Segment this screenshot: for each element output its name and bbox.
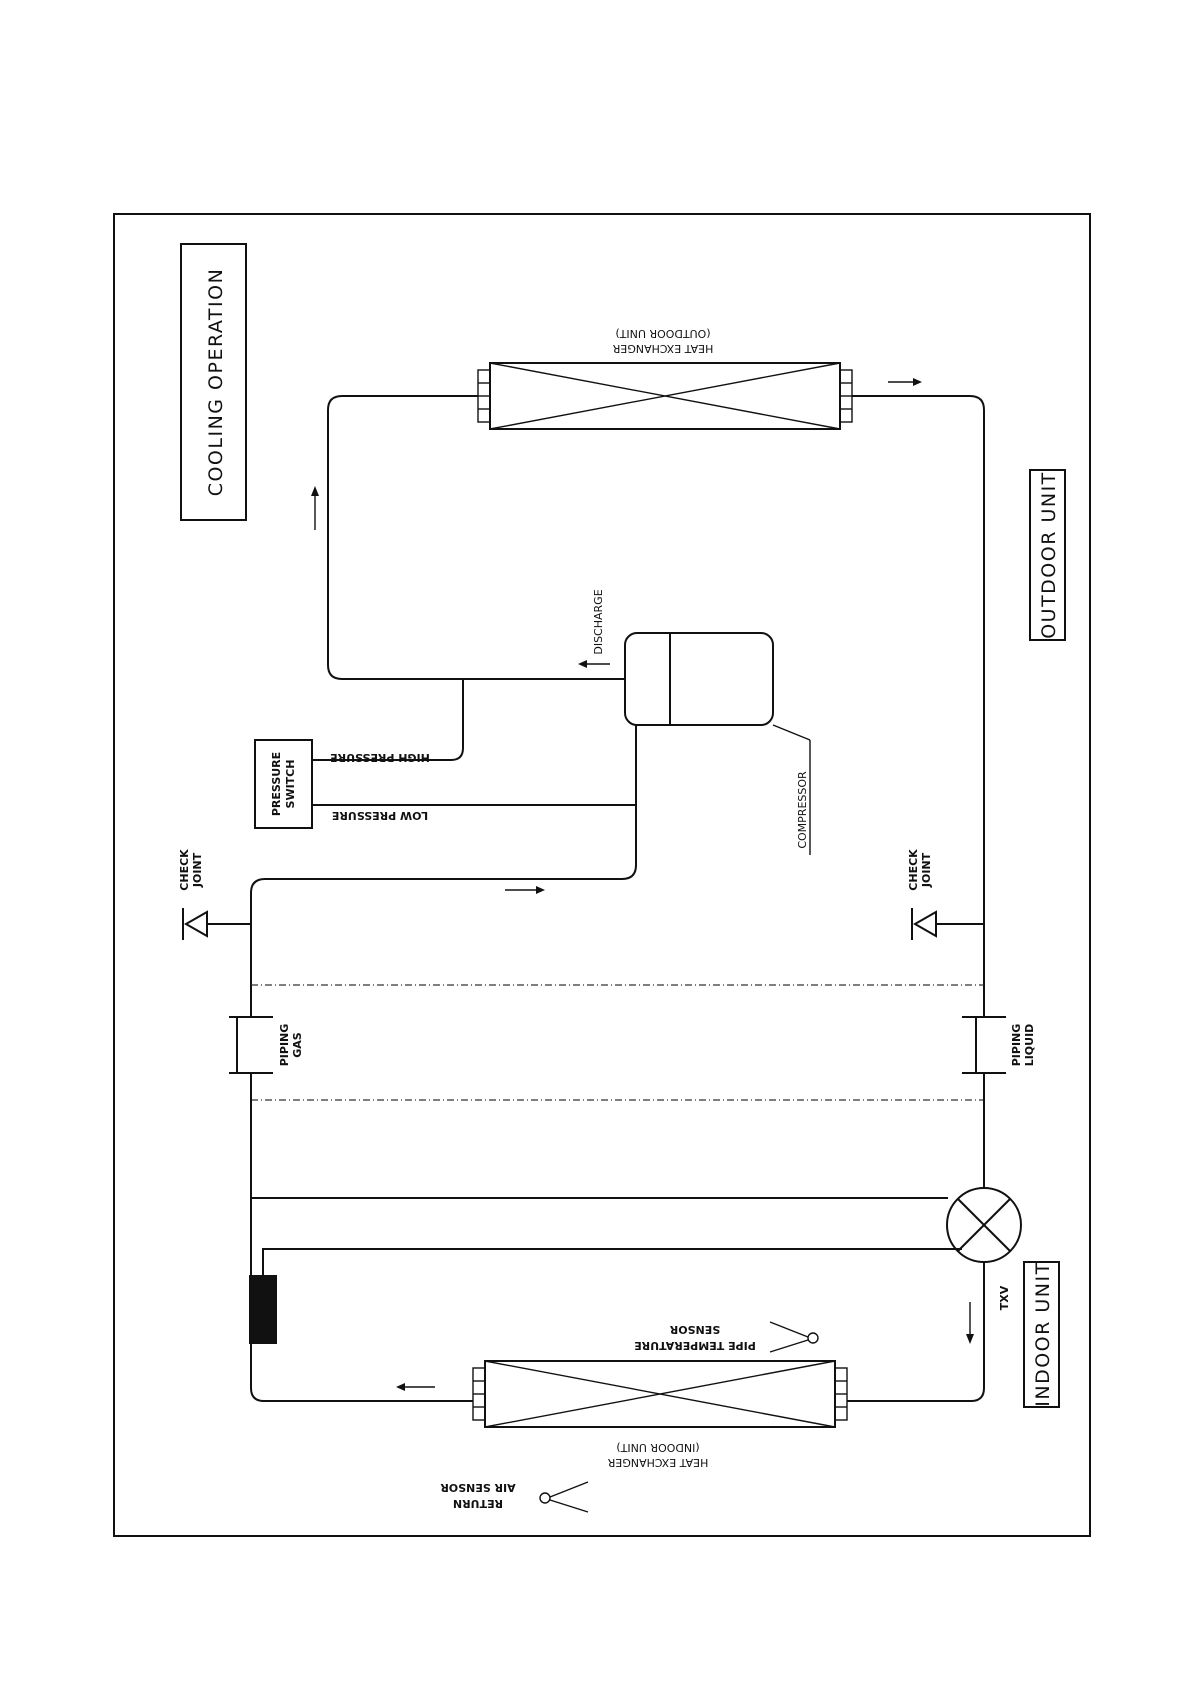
pressure-switch: PRESSURE SWITCH: [255, 740, 312, 828]
check-joint-gas-label-1: CHECK: [178, 849, 191, 891]
indoor-hx-outlet: [251, 1388, 473, 1401]
indoor-hx-label-1: HEAT EXCHANGER: [607, 1456, 708, 1469]
mode-title-box: COOLING OPERATION: [181, 244, 246, 520]
outdoor-unit-label: OUTDOOR UNIT: [1038, 471, 1060, 639]
txv-sensing-line: [263, 1249, 962, 1275]
txv-label: TXV: [998, 1285, 1011, 1310]
discharge-pipe: [328, 396, 625, 679]
low-pressure-label: LOW PRESSURE: [332, 809, 428, 822]
pipe-temp-sensor-label-2: SENSOR: [669, 1323, 720, 1336]
compressor: COMPRESSOR: [625, 633, 810, 855]
suction-pipe-outdoor: [251, 725, 636, 985]
liquid-pipe-outdoor: [852, 396, 984, 985]
indoor-hx-label-2: (INDOOR UNIT): [616, 1441, 699, 1454]
outdoor-hx-label-2: (OUTDOOR UNIT): [615, 327, 710, 340]
pipe-temp-sensor-label-1: PIPE TEMPERATURE: [634, 1339, 756, 1352]
compressor-label: COMPRESSOR: [796, 771, 809, 849]
check-joint-liquid-label-2: JOINT: [920, 852, 933, 888]
high-pressure-line: [313, 679, 463, 760]
return-air-sensor: RETURN AIR SENSOR: [440, 1481, 588, 1512]
piping-liquid: PIPING LIQUID: [962, 985, 1036, 1100]
return-air-sensor-label-1: RETURN: [453, 1497, 503, 1510]
indoor-unit-label: INDOOR UNIT: [1032, 1261, 1054, 1406]
check-joint-liquid-label-1: CHECK: [907, 849, 920, 891]
flow-arrow-up: [311, 486, 319, 530]
check-joint-gas: CHECK JOINT: [178, 849, 251, 940]
txv-outlet-pipe: [847, 1262, 984, 1401]
pressure-switch-label-1: PRESSURE: [270, 752, 283, 816]
piping-liquid-label-2: LIQUID: [1023, 1024, 1036, 1067]
flow-arrow-down: [966, 1302, 974, 1344]
discharge-indicator: DISCHARGE: [578, 589, 610, 668]
pipe-temperature-sensor: PIPE TEMPERATURE SENSOR: [634, 1322, 818, 1352]
compressor-body: [625, 633, 773, 725]
check-joint-gas-label-2: JOINT: [191, 852, 204, 888]
pipe-sensor-block: [249, 1275, 277, 1344]
flow-arrow-right-top: [888, 378, 922, 386]
discharge-label: DISCHARGE: [592, 589, 605, 654]
piping-gas-label-1: PIPING: [278, 1024, 291, 1067]
outdoor-unit-box: OUTDOOR UNIT: [1030, 470, 1065, 640]
piping-liquid-label-1: PIPING: [1010, 1024, 1023, 1067]
pressure-switch-label-2: SWITCH: [284, 760, 297, 809]
return-air-sensor-label-2: AIR SENSOR: [440, 1481, 516, 1494]
mode-title: COOLING OPERATION: [205, 268, 227, 497]
check-joint-liquid: CHECK JOINT: [907, 849, 984, 940]
piping-gas-label-2: GAS: [291, 1032, 304, 1058]
indoor-unit-box: INDOOR UNIT: [1024, 1261, 1059, 1407]
flow-arrow-left-bottom: [396, 1383, 435, 1391]
outdoor-heat-exchanger: HEAT EXCHANGER (OUTDOOR UNIT): [478, 327, 852, 429]
flow-arrow-right-mid: [505, 886, 545, 894]
high-pressure-label: HIGH PRESSURE: [330, 751, 430, 764]
outdoor-hx-label-1: HEAT EXCHANGER: [612, 342, 713, 355]
piping-gas: PIPING GAS: [229, 985, 304, 1100]
indoor-heat-exchanger: HEAT EXCHANGER (INDOOR UNIT): [473, 1361, 847, 1469]
